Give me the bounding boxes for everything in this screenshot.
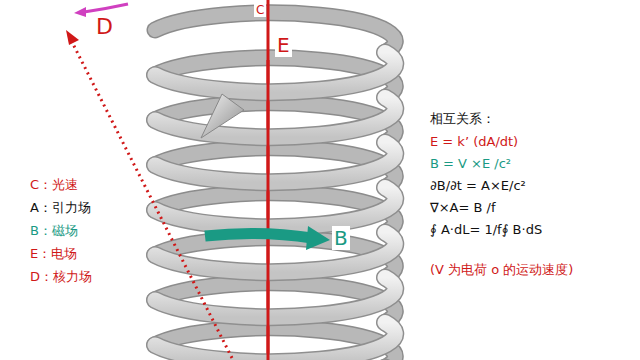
field-label: D <box>96 14 113 40</box>
coil-tube-edge <box>155 188 395 228</box>
pink-arrow <box>84 4 128 12</box>
coil-tube <box>155 278 395 318</box>
magnetic-arrow <box>205 233 312 238</box>
field-label: E <box>275 33 292 57</box>
equation: ∂B/∂t = A×E/c² <box>430 178 526 194</box>
legend-text: B：磁场 <box>30 223 78 239</box>
axis-line-front <box>267 60 270 360</box>
legend-text: E：电场 <box>30 246 77 262</box>
nuclear-dotted-line <box>72 42 232 358</box>
pink-arrowhead <box>74 7 86 17</box>
legend-text: A：引力场 <box>30 200 91 216</box>
coil-tube-edge <box>155 143 395 183</box>
field-label: B <box>332 226 350 250</box>
equation: B = V ×E /c² <box>430 156 511 172</box>
legend-text: D：核力场 <box>30 269 92 285</box>
speed-of-light-label: C <box>254 3 266 17</box>
coil-tube-edge <box>155 278 395 318</box>
coil-tube <box>155 188 395 228</box>
coil-tube-edge <box>155 323 395 360</box>
coil-tube-edge <box>155 53 395 93</box>
magnetic-arrowhead <box>306 226 330 250</box>
relations-heading: 相互关系： <box>430 111 495 127</box>
coil-tube <box>155 53 395 93</box>
coil-front <box>155 53 395 360</box>
wire-cone <box>201 94 244 138</box>
equation: ∮ A·dL= 1/f∮ B·dS <box>430 222 542 238</box>
axis-line <box>267 0 270 360</box>
coil-back <box>155 13 395 360</box>
legend-text: C：光速 <box>30 177 78 193</box>
nuclear-arrowhead <box>66 30 79 45</box>
coil-tube-edge <box>155 98 395 138</box>
coil-tube <box>155 233 395 273</box>
coil-tube-edge <box>155 233 395 273</box>
equation: ∇×A= B /f <box>430 200 496 216</box>
equation: E = k’ (dA/dt) <box>430 134 518 150</box>
coil-tube <box>155 143 395 183</box>
coil-tube <box>155 98 395 138</box>
coil-tube <box>155 323 395 360</box>
note: (V 为电荷 o 的运动速度) <box>430 262 573 278</box>
